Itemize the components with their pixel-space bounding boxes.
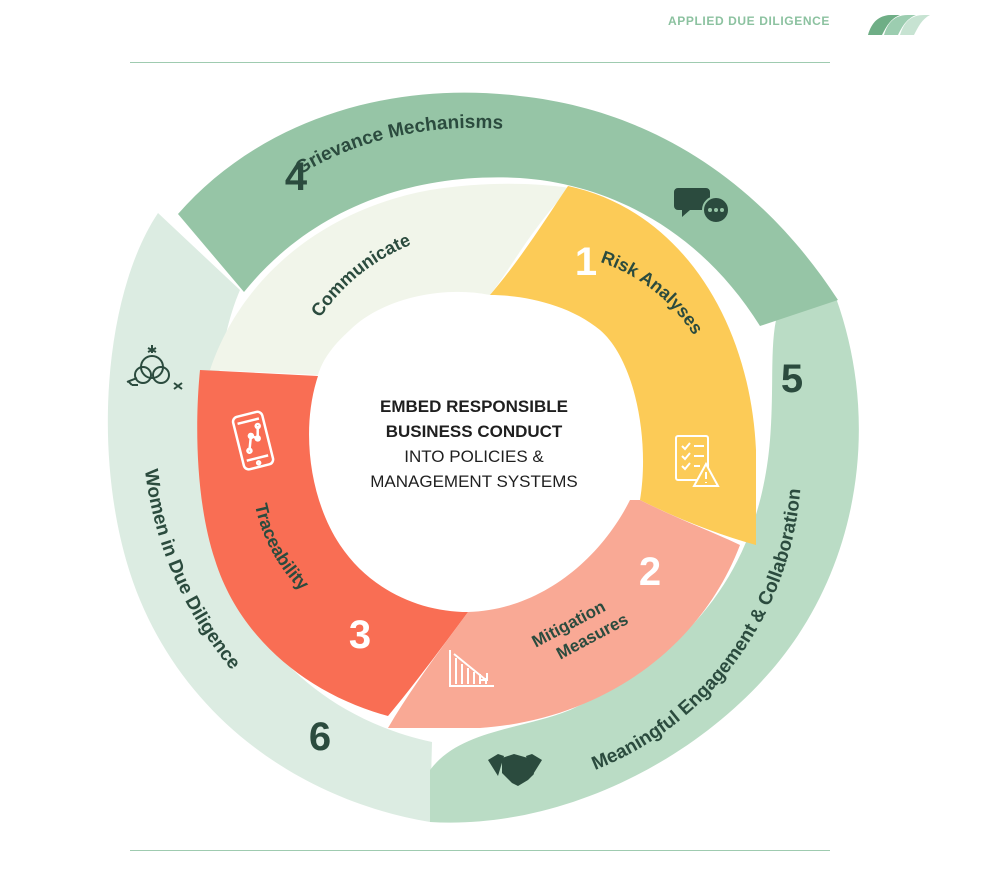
center-line-2: BUSINESS CONDUCT — [386, 422, 563, 441]
header-title: APPLIED DUE DILIGENCE — [668, 14, 830, 28]
risk-segment — [490, 186, 756, 545]
step-number-2: 2 — [639, 550, 661, 594]
center-line-1: EMBED RESPONSIBLE — [380, 397, 568, 416]
center-line-3: INTO POLICIES & — [404, 447, 544, 466]
checklist-warning-icon — [675, 435, 720, 487]
step-number-1: 1 — [575, 240, 597, 284]
grievance-segment — [178, 92, 838, 326]
communicate-segment — [210, 183, 570, 375]
center-line-4: MANAGEMENT SYSTEMS — [370, 472, 578, 491]
bottom-divider — [130, 850, 830, 851]
center-circle — [324, 295, 624, 595]
step-number-4: 4 — [285, 155, 308, 199]
women-group-icon — [126, 345, 183, 390]
header-logo — [868, 15, 930, 35]
step-number-5: 5 — [781, 357, 803, 401]
chat-bubbles-icon — [674, 188, 730, 224]
top-divider — [130, 62, 830, 63]
declining-chart-icon — [449, 650, 494, 687]
engagement-segment — [430, 298, 859, 823]
handshake-icon — [488, 754, 542, 786]
step-number-6: 6 — [309, 715, 331, 759]
step-number-3: 3 — [349, 613, 371, 657]
women-segment — [107, 213, 432, 822]
smartphone-icon — [231, 410, 275, 471]
